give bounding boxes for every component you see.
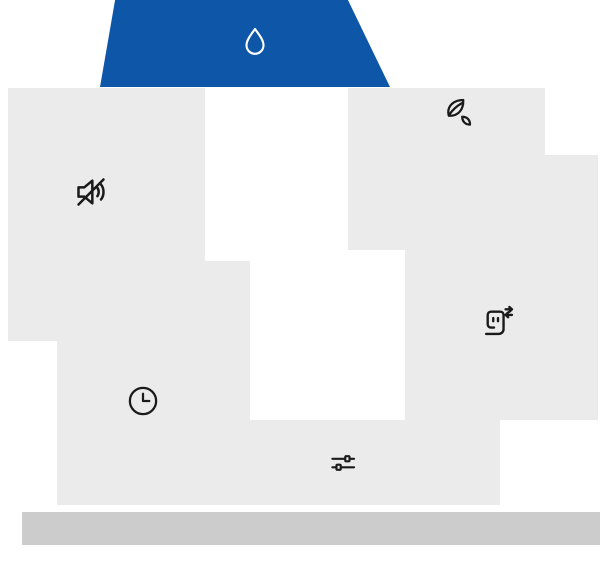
water-header (100, 0, 390, 87)
plug-swap-icon (484, 305, 514, 336)
footer-bar (22, 512, 600, 545)
settings-tile[interactable] (205, 420, 500, 505)
water-drop-icon (245, 27, 265, 55)
muted-speaker-icon (77, 178, 105, 206)
sliders-icon (331, 455, 356, 471)
leaf-icon (447, 98, 472, 126)
clock-icon (128, 386, 158, 416)
power-connection-tile[interactable] (405, 155, 598, 420)
